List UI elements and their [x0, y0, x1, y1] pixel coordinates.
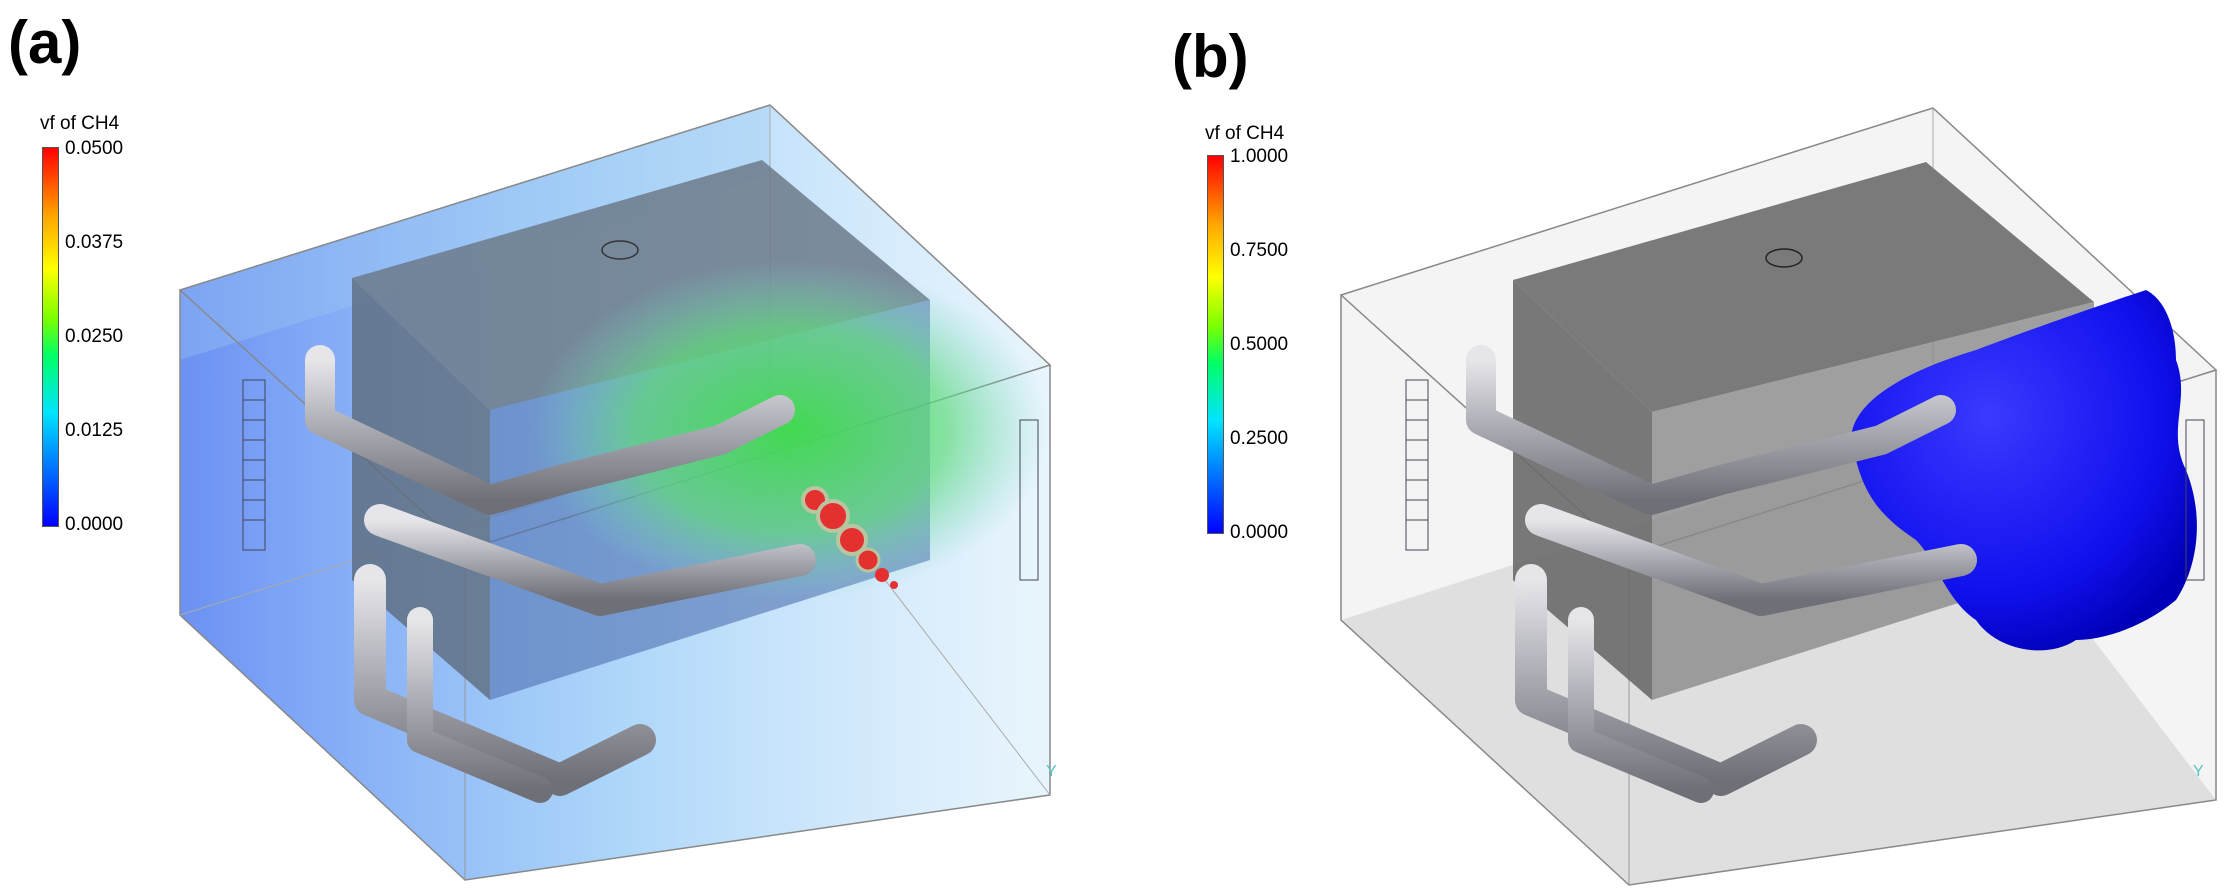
- vent-grille-b: [1405, 379, 2205, 581]
- colorbar-title-b: vf of CH4: [1205, 123, 1285, 144]
- panel-label-a: (a): [8, 9, 82, 76]
- colorbar-tick-a-0: 0.0500: [65, 138, 124, 159]
- vent-grille-a: [242, 379, 1039, 581]
- colorbar-tick-b-4: 0.0000: [1230, 522, 1289, 543]
- pipework-a: [305, 345, 816, 803]
- colorbar-tick-b-2: 0.5000: [1230, 334, 1289, 355]
- panel-label-b: (b): [1172, 23, 1249, 90]
- panel-b: (b) vf of CH4 1.0000 0.7500 0.5000 0.250…: [1116, 0, 2232, 893]
- pipework-b: [1466, 345, 1977, 803]
- cfd-scene-a: [178, 104, 1052, 881]
- axis-label-a: Y: [1046, 763, 1057, 780]
- colorbar-tick-b-1: 0.7500: [1230, 240, 1289, 261]
- colorbar-b: [1207, 155, 1224, 534]
- axis-label-b: Y: [2193, 763, 2204, 780]
- colorbar-tick-b-0: 1.0000: [1230, 146, 1289, 167]
- colorbar-tick-a-1: 0.0375: [65, 232, 124, 253]
- colorbar-tick-a-2: 0.0250: [65, 326, 124, 347]
- panel-a: (a) vf of CH4 0.0500 0.0375 0.0250 0.012…: [8, 9, 1057, 881]
- cfd-scene-b: [1339, 107, 2218, 886]
- leak-jet-a: [801, 486, 898, 589]
- colorbar-tick-b-3: 0.2500: [1230, 428, 1289, 449]
- colorbar-tick-a-4: 0.0000: [65, 514, 124, 535]
- colorbar-tick-a-3: 0.0125: [65, 420, 124, 441]
- colorbar-a: [42, 147, 59, 527]
- gas-plume-a: [530, 260, 1050, 600]
- colorbar-title-a: vf of CH4: [40, 113, 120, 134]
